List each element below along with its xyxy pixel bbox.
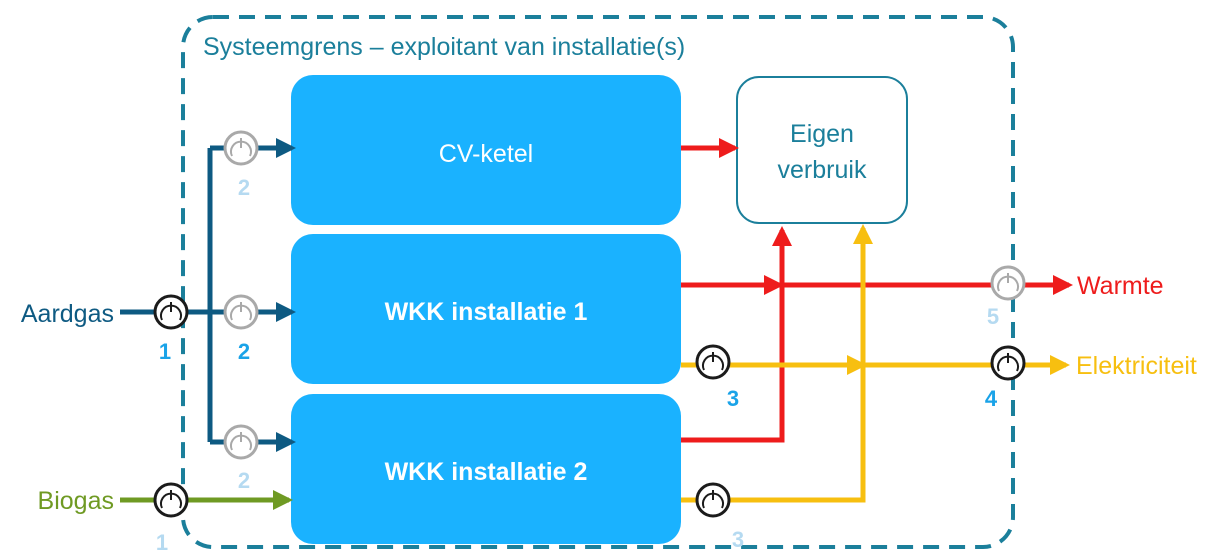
meter-number-3-wkk2: 3 (732, 527, 744, 552)
meter-number-1-biogas: 1 (156, 530, 168, 553)
input-aardgas-label: Aardgas (21, 300, 114, 328)
meter-1-aardgas (153, 294, 189, 330)
meter-number-3-wkk1: 3 (727, 386, 739, 411)
eigen-verbruik-line1: Eigen (790, 120, 854, 148)
meter-number-2-cv: 2 (238, 175, 250, 200)
boundary-label: Systeemgrens – exploitant van installati… (203, 33, 685, 61)
eigen-verbruik-line2: verbruik (778, 156, 867, 184)
meter-2-wkk2 (223, 424, 259, 460)
wkk1-box (291, 234, 681, 384)
output-elektriciteit-label: Elektriciteit (1076, 352, 1197, 380)
meter-2-cv (223, 130, 259, 166)
wkk2-box (291, 394, 681, 544)
meter-number-2-wkk1: 2 (238, 339, 250, 364)
meter-3-wkk1 (695, 344, 731, 380)
meter-number-5: 5 (987, 304, 999, 329)
meter-1-biogas (153, 482, 189, 518)
output-warmte-label: Warmte (1077, 272, 1164, 300)
meter-2-wkk1 (223, 294, 259, 330)
meter-3-wkk2 (695, 482, 731, 518)
aardgas-lines (120, 138, 296, 452)
eigen-verbruik-box (736, 76, 908, 224)
meter-number-1-aardgas: 1 (159, 339, 171, 364)
wkk1-label: WKK installatie 1 (385, 298, 588, 326)
meter-4 (990, 345, 1026, 381)
meter-5 (990, 265, 1026, 301)
wkk2-label: WKK installatie 2 (385, 458, 588, 486)
cv-ketel-label: CV-ketel (439, 140, 533, 168)
meter-number-2-wkk2: 2 (238, 468, 250, 493)
input-biogas-label: Biogas (38, 487, 114, 515)
cv-ketel-box (291, 75, 681, 225)
meter-number-4: 4 (985, 386, 998, 411)
